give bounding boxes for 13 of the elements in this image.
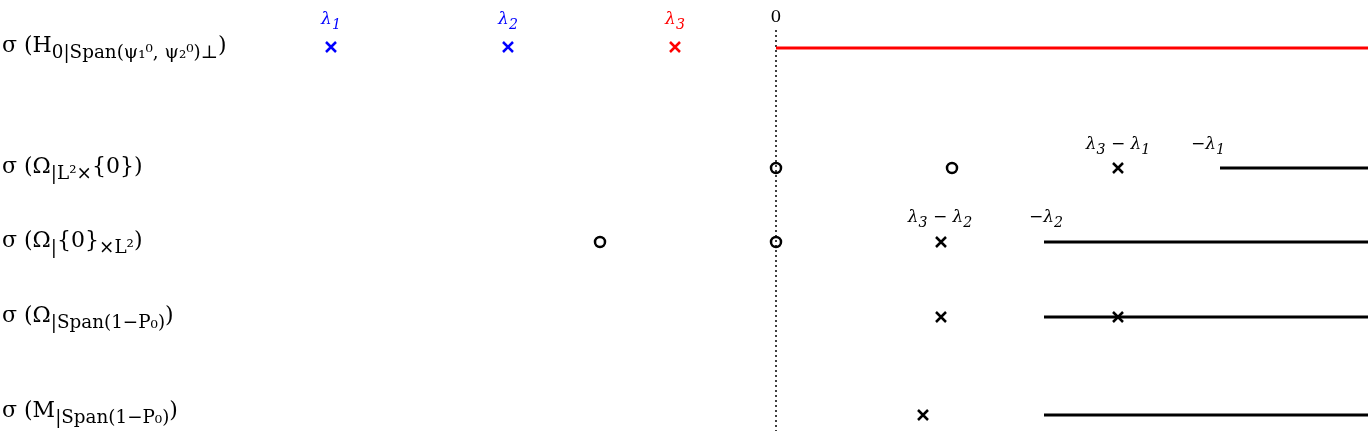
spectrum-label: σ (Ω$_{|L²×}${0}) [2,153,143,183]
eigenvalue-label: λ$_{3}$ [665,8,685,32]
eigenvalue-label: 0 [770,6,782,26]
spectrum-label: σ (Ω$_{|}${0}$_{×L²}$) [2,227,143,257]
eigenvalue-label: −λ$_{1}$ [1191,133,1225,157]
spectrum-label: σ (Ω$_{|Span(1−P₀)}$) [2,302,174,332]
spectrum-label: σ (M$_{|Span(1−P₀)}$) [2,397,178,427]
eigenvalue-label: λ$_{2}$ [498,8,518,32]
spectrum-label: σ (H$_{0|Span(ψ₁⁰, ψ₂⁰)⊥}$) [2,32,227,62]
eigenvalue-label: λ$_{3}$ − λ$_{1}$ [1085,133,1151,157]
eigenvalue-label: λ$_{3}$ − λ$_{2}$ [907,206,973,230]
eigenvalue-label: −λ$_{2}$ [1029,206,1063,230]
eigenvalue-label: λ$_{1}$ [321,8,341,32]
